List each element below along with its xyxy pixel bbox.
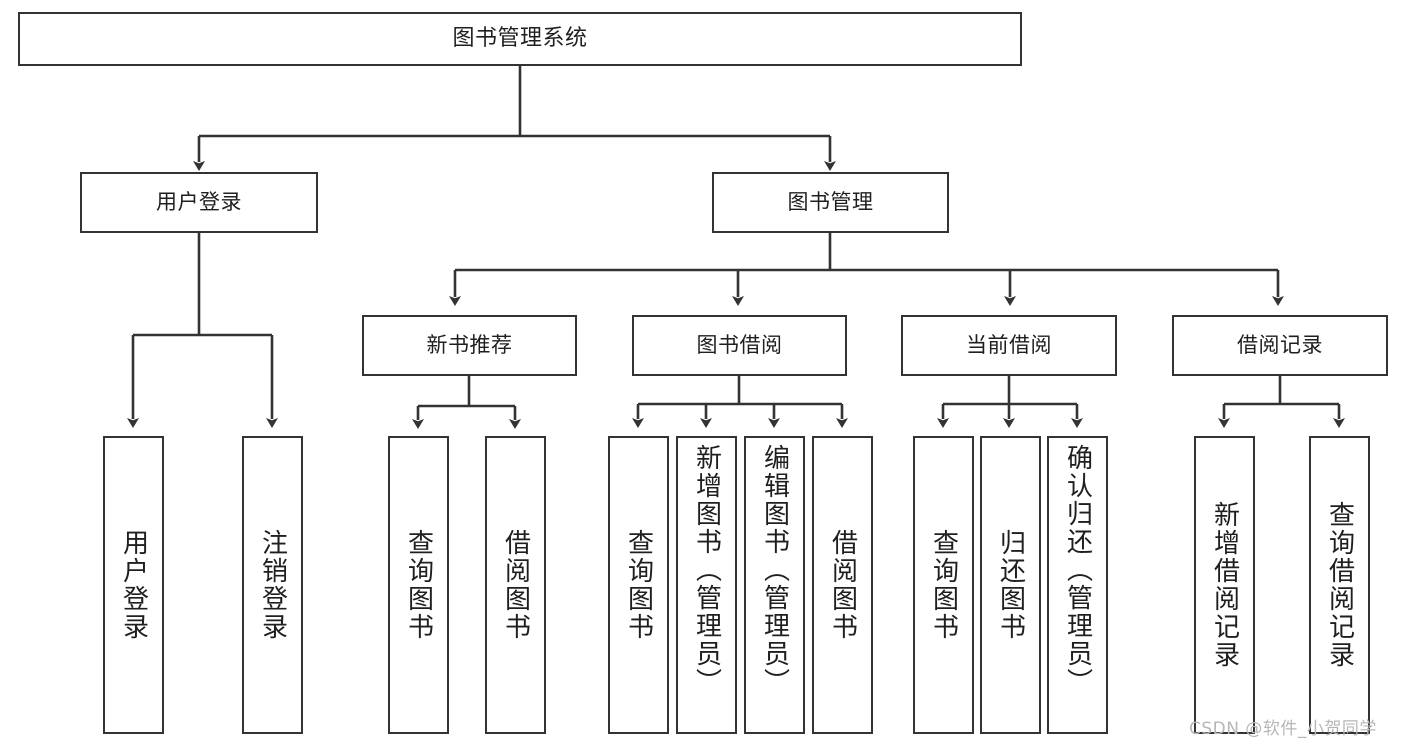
leaf-add-book-admin[interactable]: 新增图书（管理员） <box>676 436 737 734</box>
leaf-query-book-recommend[interactable]: 查询图书 <box>388 436 449 734</box>
node-label: 查询图书 <box>403 529 434 641</box>
node-label: 用户登录 <box>156 190 242 215</box>
node-label: 借阅记录 <box>1237 333 1323 358</box>
leaf-query-book-current[interactable]: 查询图书 <box>913 436 974 734</box>
node-label: 当前借阅 <box>966 333 1052 358</box>
node-label: 图书借阅 <box>696 333 783 358</box>
node-label: 查询图书 <box>928 529 959 641</box>
leaf-user-login[interactable]: 用户登录 <box>103 436 164 734</box>
node-label: 查询借阅记录 <box>1324 501 1355 669</box>
node-label: 用户登录 <box>118 529 149 641</box>
node-label: 查询图书 <box>623 529 654 641</box>
node-label: 归还图书 <box>995 529 1026 641</box>
node-label: 新增借阅记录 <box>1209 501 1240 669</box>
node-label: 借阅图书 <box>500 529 531 641</box>
node-label: 新书推荐 <box>426 333 513 358</box>
node-label: 图书管理 <box>787 190 874 215</box>
leaf-query-book-borrow[interactable]: 查询图书 <box>608 436 669 734</box>
node-book-management[interactable]: 图书管理 <box>712 172 949 233</box>
node-label: 图书管理系统 <box>452 26 588 52</box>
leaf-query-borrow-record[interactable]: 查询借阅记录 <box>1309 436 1370 734</box>
leaf-add-borrow-record[interactable]: 新增借阅记录 <box>1194 436 1255 734</box>
csdn-watermark: CSDN @软件_小贺同学 <box>1189 719 1377 739</box>
node-label: 注销登录 <box>257 529 288 641</box>
node-label: 借阅图书 <box>827 529 858 641</box>
leaf-return-book[interactable]: 归还图书 <box>980 436 1041 734</box>
node-user-login[interactable]: 用户登录 <box>80 172 318 233</box>
leaf-logout[interactable]: 注销登录 <box>242 436 303 734</box>
leaf-borrow-book[interactable]: 借阅图书 <box>812 436 873 734</box>
leaf-edit-book-admin[interactable]: 编辑图书（管理员） <box>744 436 805 734</box>
node-label: 新增图书（管理员） <box>691 444 722 696</box>
node-label: 确认归还（管理员） <box>1062 444 1093 696</box>
node-new-book-recommend[interactable]: 新书推荐 <box>362 315 577 376</box>
leaf-borrow-book-recommend[interactable]: 借阅图书 <box>485 436 546 734</box>
node-label: 编辑图书（管理员） <box>759 444 790 696</box>
leaf-confirm-return-admin[interactable]: 确认归还（管理员） <box>1047 436 1108 734</box>
node-root-book-management-system[interactable]: 图书管理系统 <box>18 12 1022 66</box>
node-borrow-record[interactable]: 借阅记录 <box>1172 315 1388 376</box>
node-current-borrow[interactable]: 当前借阅 <box>901 315 1117 376</box>
node-book-borrow[interactable]: 图书借阅 <box>632 315 847 376</box>
